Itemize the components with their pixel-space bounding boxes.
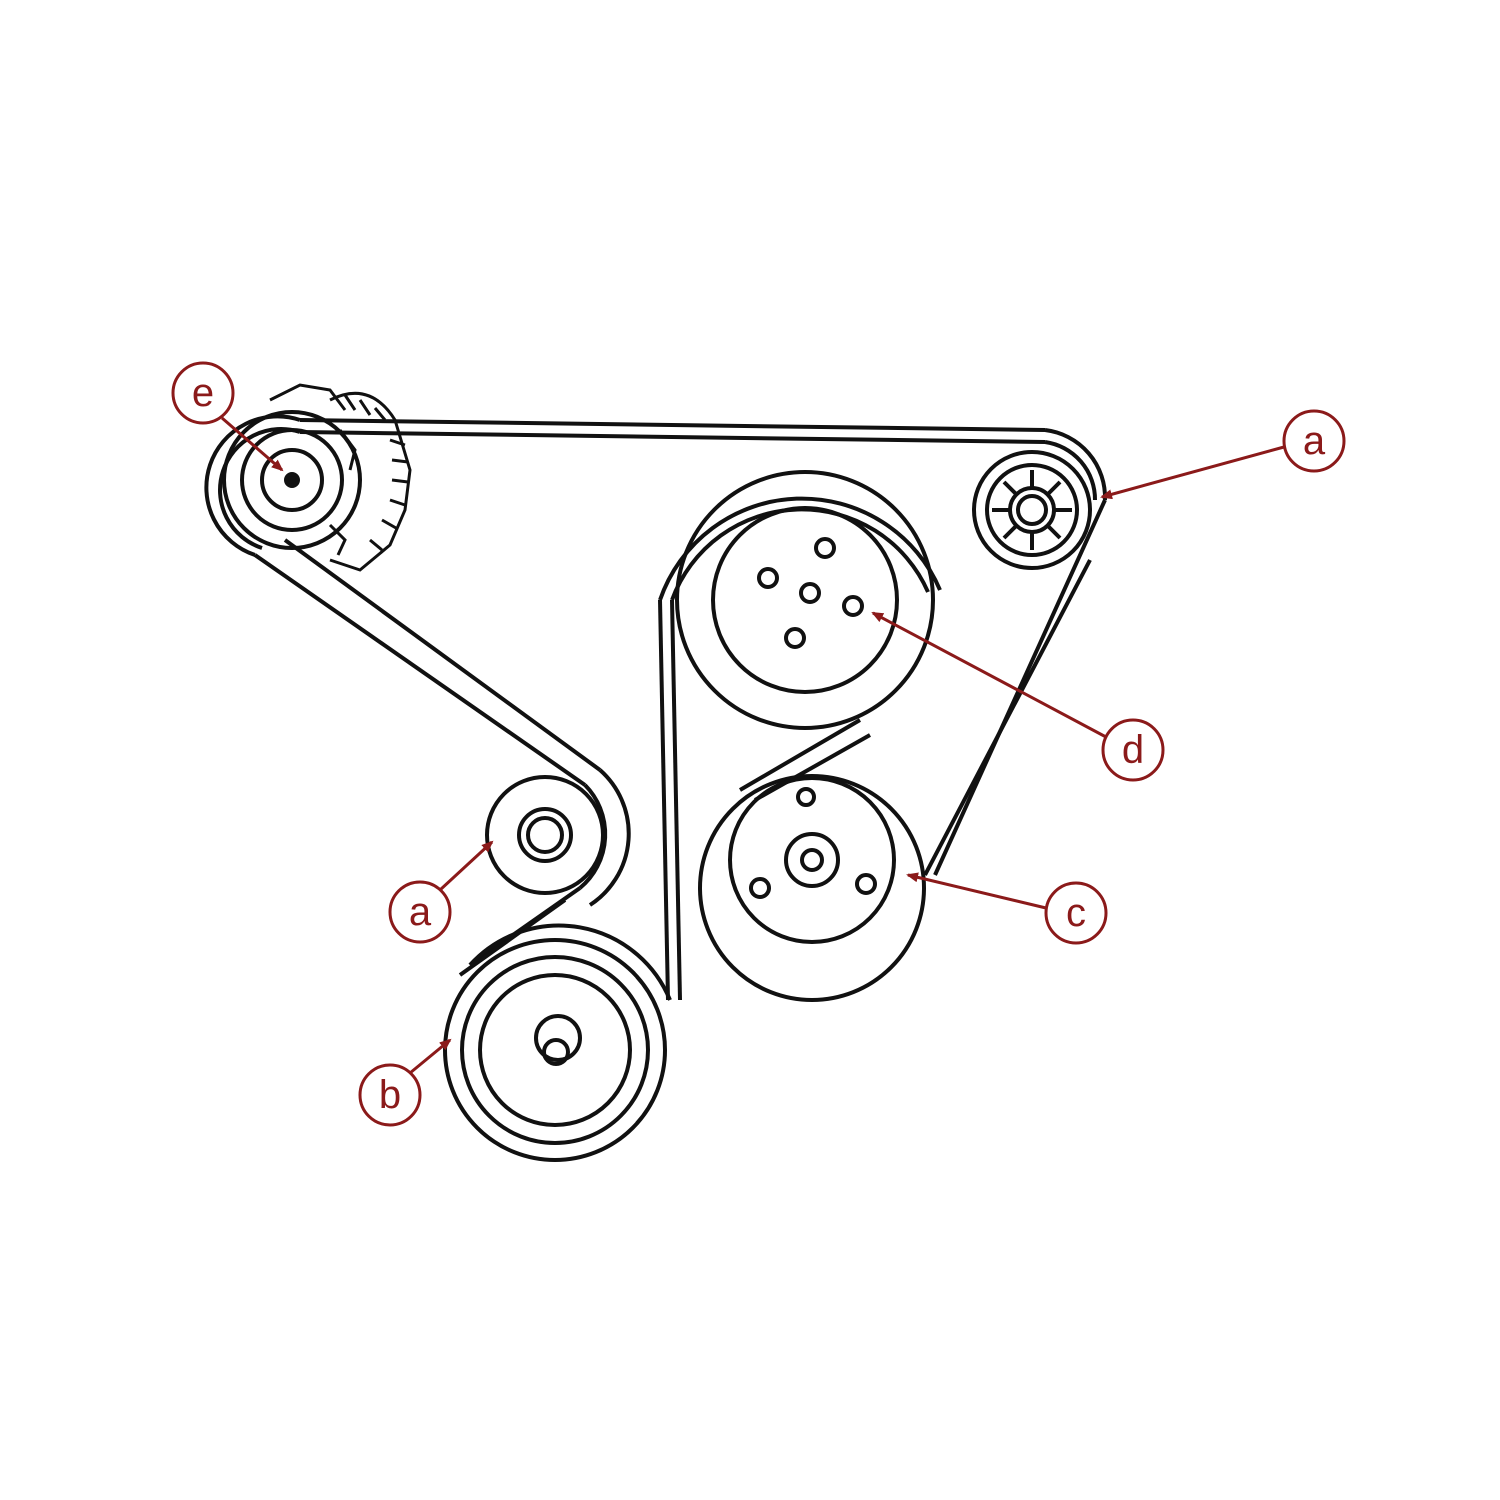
water-pump-pulley — [698, 774, 926, 1002]
callout-e-label: e — [192, 371, 214, 415]
lower-idler-pulley — [485, 775, 605, 895]
callout-c: c — [906, 872, 1108, 945]
callout-b: b — [358, 1038, 452, 1127]
callout-d: d — [871, 611, 1165, 782]
alternator-pulley — [222, 410, 362, 550]
callout-c-label: c — [1066, 891, 1086, 935]
callout-a-lower-label: a — [409, 890, 432, 934]
alternator-body — [269, 383, 412, 572]
callout-a-upper-label: a — [1303, 419, 1326, 463]
callout-b-label: b — [379, 1073, 401, 1117]
callout-a-upper: a — [1100, 409, 1346, 500]
callout-e: e — [171, 361, 284, 472]
drive-belt — [204, 414, 1108, 1001]
crankshaft-pulley — [443, 938, 667, 1162]
callout-d-label: d — [1122, 728, 1144, 772]
upper-idler-pulley — [972, 450, 1092, 570]
power-steering-pulley — [675, 470, 935, 730]
callout-a-lower: a — [388, 840, 494, 944]
